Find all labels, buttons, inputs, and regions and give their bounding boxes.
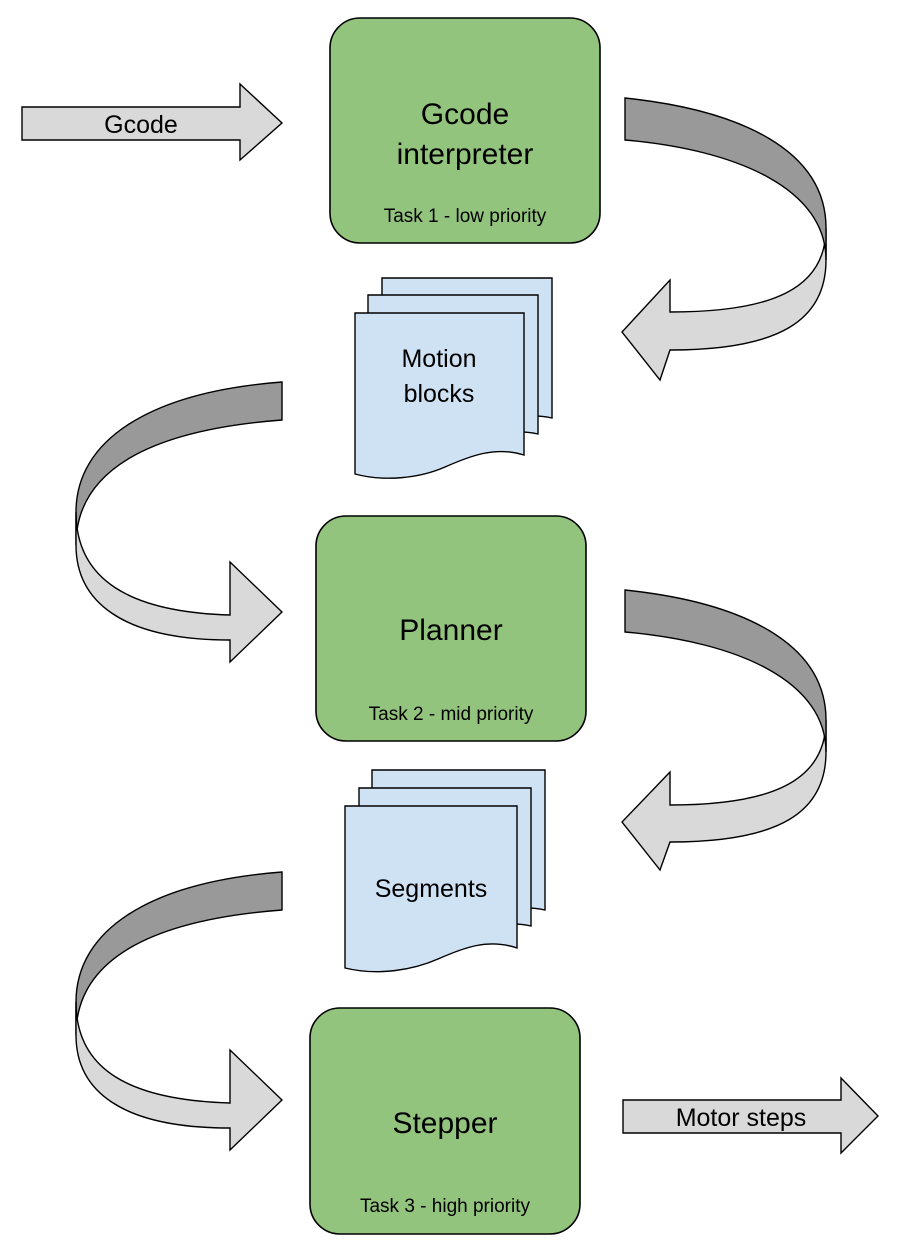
task-3-title: Stepper [392,1107,497,1140]
buffer-1-label-line2: blocks [404,380,475,408]
curved-arrow-left-1-lower [75,511,284,664]
curved-arrow-left-1 [75,381,284,664]
buffer-1-label-line1: Motion [401,345,476,373]
task-2-title: Planner [399,614,502,647]
curved-arrow-right-2 [621,589,827,872]
buffer-2-label: Segments [375,875,488,903]
output-arrow: Motor steps [622,1076,879,1155]
task-1-box [329,17,601,244]
curved-arrow-left-2-upper [75,871,283,1036]
task-3-box [309,1007,581,1235]
curved-arrow-right-1-lower [621,227,827,382]
buffer-2-page-front [344,805,518,973]
task-1-title-line2: interpreter [397,138,534,171]
curved-arrow-left-2 [75,871,284,1152]
task-stepper: Stepper Task 3 - high priority [309,1007,581,1235]
input-arrow: Gcode [21,82,284,162]
output-arrow-label: Motor steps [676,1104,807,1132]
task-gcode-interpreter: Gcode interpreter Task 1 - low priority [329,17,601,244]
task-1-title-line1: Gcode [421,98,509,131]
curved-arrow-right-2-lower [621,719,827,872]
curved-arrow-right-1 [621,97,827,382]
curved-arrow-right-2-upper [624,589,827,753]
curved-arrow-right-1-upper [624,97,827,261]
buffer-segments: Segments [344,769,546,973]
task-2-subtitle: Task 2 - mid priority [369,704,534,725]
task-1-subtitle: Task 1 - low priority [384,206,547,227]
buffer-motion-blocks: Motion blocks [354,277,553,479]
buffer-1-page-front [354,312,525,479]
input-arrow-shape [21,82,284,162]
input-arrow-label: Gcode [104,111,178,139]
curved-arrow-left-2-lower [75,1001,284,1152]
output-arrow-shape [622,1076,879,1155]
task-3-subtitle: Task 3 - high priority [360,1196,531,1217]
task-2-box [315,515,587,742]
task-planner: Planner Task 2 - mid priority [315,515,587,742]
curved-arrow-left-1-upper [75,381,283,546]
